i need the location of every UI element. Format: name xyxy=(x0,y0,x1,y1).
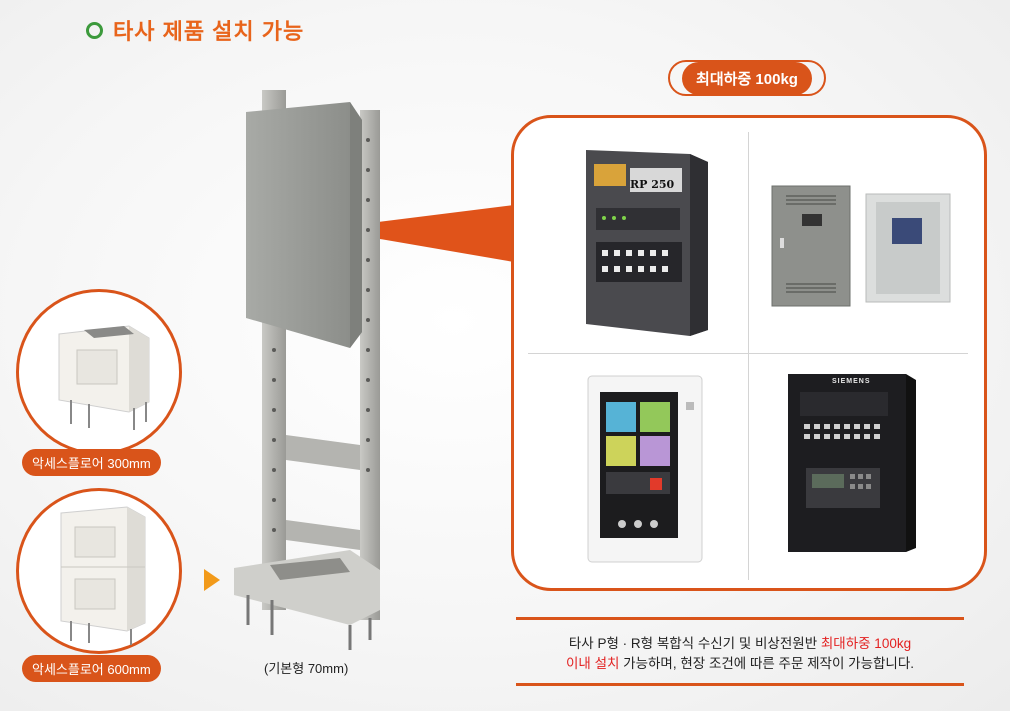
rp250-label: RP 250 xyxy=(630,178,675,191)
description-line2-text: 가능하며, 현장 조건에 따른 주문 제작이 가능합니다. xyxy=(619,656,914,671)
access-floor-300-illustration xyxy=(58,325,150,430)
max-load-badge-text: 최대하중 100kg xyxy=(682,61,812,95)
accessory-label-300: 악세스플로어 300mm xyxy=(22,449,161,476)
product-siemens-panel-image xyxy=(788,374,916,552)
access-floor-600-illustration xyxy=(60,506,146,645)
product-power-panels-image xyxy=(771,185,951,307)
accessory-circle-300 xyxy=(16,289,182,455)
accessory-label-600: 악세스플로어 600mm xyxy=(22,655,161,682)
product-rp250-image xyxy=(586,150,708,336)
description-line-2: 이내 설치 가능하며, 현장 조건에 따른 주문 제작이 가능합니다. xyxy=(516,654,964,674)
description-rule-top xyxy=(516,617,964,620)
description-line1-text: 타사 P형 · R형 복합식 수신기 및 비상전원반 xyxy=(568,636,821,651)
section-heading: 타사 제품 설치 가능 xyxy=(86,14,304,46)
description-line-1: 타사 P형 · R형 복합식 수신기 및 비상전원반 최대하중 100kg xyxy=(516,634,964,654)
description-text: 타사 P형 · R형 복합식 수신기 및 비상전원반 최대하중 100kg 이내… xyxy=(516,634,964,674)
stand-illustration xyxy=(234,90,380,650)
accessory-circle-600 xyxy=(16,488,182,654)
arrow-right-icon xyxy=(204,569,220,591)
circle-bullet-icon xyxy=(86,21,103,39)
stand-caption: (기본형 70mm) xyxy=(264,661,349,676)
description-rule-bottom xyxy=(516,683,964,686)
description-line1-highlight: 최대하중 100kg xyxy=(820,636,912,651)
product-touch-receiver-image xyxy=(587,375,703,563)
max-load-badge: 최대하중 100kg xyxy=(668,60,826,96)
panel-divider-horizontal xyxy=(528,353,968,354)
siemens-brand-label: SIEMENS xyxy=(832,378,871,385)
panel-divider-vertical xyxy=(748,132,749,580)
heading-text: 타사 제품 설치 가능 xyxy=(113,19,305,44)
description-line2-highlight: 이내 설치 xyxy=(565,656,620,671)
